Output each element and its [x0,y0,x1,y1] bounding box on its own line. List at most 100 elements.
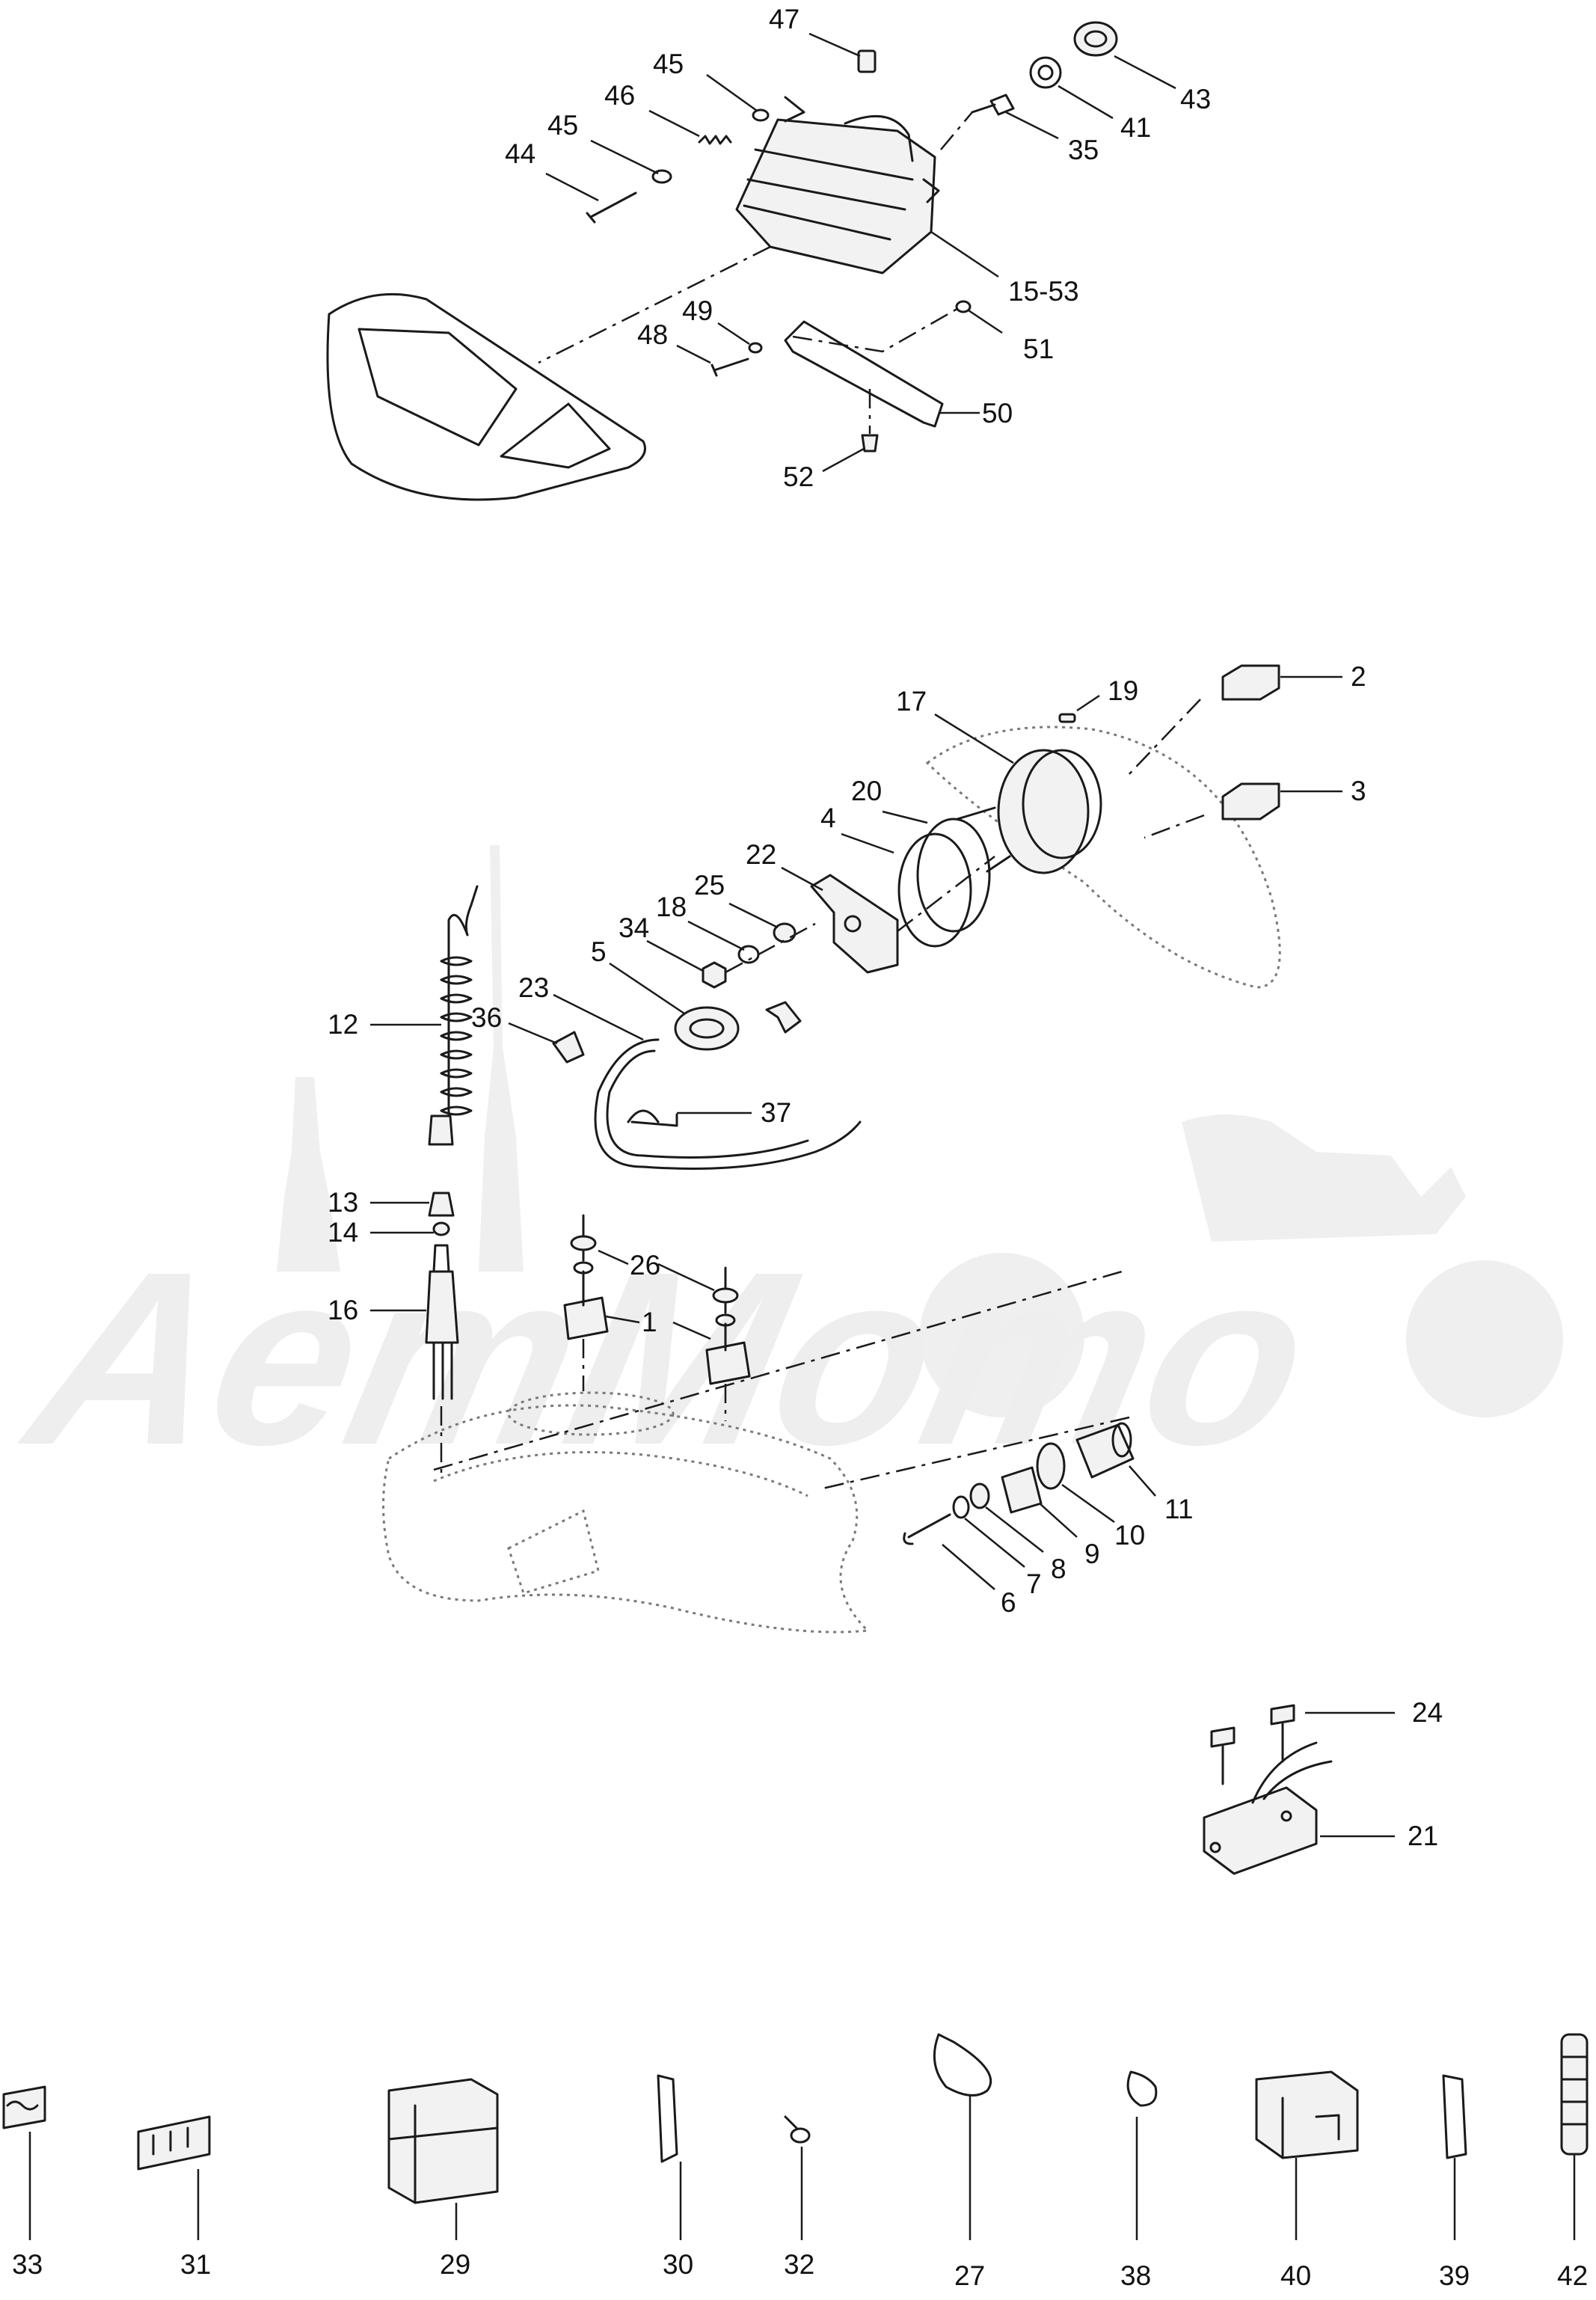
sleeve-42-icon [1560,2033,1589,2156]
assembly-line-nut [725,922,816,974]
leader-18 [687,920,745,951]
leader-20 [882,810,928,824]
callout-27: 27 [954,2260,985,2291]
ignition-cap-11-icon [1075,1423,1135,1479]
switch-16-wires-icon [432,1341,453,1400]
lower-console-window-outline [507,1509,600,1595]
watermark-motorcycle-icon [1182,1114,1466,1242]
connector-40-slot-icon [1281,2097,1340,2159]
assembly-line-adjuster [940,111,973,150]
bolt-24-left-icon [1210,1726,1236,1748]
lower-console-outline [382,1404,871,1634]
bolt-48-icon [710,358,749,377]
callout-33: 33 [12,2249,43,2280]
bezel-window-right-icon [500,402,611,469]
assembly-line-switch-3 [1144,814,1205,839]
tie-27-icon [933,2033,992,2097]
regulator-wires-icon [1251,1741,1333,1804]
headlamp-bezel-icon [326,292,646,501]
callout-3: 3 [1351,776,1366,806]
lanyard-coil-12-icon [440,956,473,1116]
callout-40: 40 [1280,2260,1311,2291]
callout-5: 5 [591,936,607,967]
leader-17 [934,713,1014,764]
sleeve-42-rings-icon [1560,2055,1589,2126]
leader-23 [553,993,644,1041]
watermark-spire-icon [479,845,524,1272]
callout-39: 39 [1439,2260,1470,2291]
wing-nut-icon [765,1001,802,1034]
bracket-22-hole-icon [844,915,862,933]
regulator-21-icon [1203,1786,1318,1875]
leader-52 [822,447,865,473]
callout-8: 8 [1051,1554,1066,1584]
leader-43 [1114,55,1176,90]
clamp-37-icon [627,1109,678,1127]
callout-30: 30 [663,2249,693,2280]
ignition-cap-11-face-icon [1111,1422,1132,1458]
callout-49: 49 [682,295,713,326]
connector-40-icon [1255,2070,1359,2159]
callout-47: 47 [769,4,799,34]
callout-21: 21 [1408,1821,1438,1851]
callout-11: 11 [1164,1494,1193,1524]
gauge-17-face-icon [1022,749,1102,859]
callout-50: 50 [982,398,1013,429]
headlamp-dome-icon [844,114,914,162]
hardware-row [2,2033,1589,2240]
leader-9 [1039,1503,1078,1538]
lower-console [382,1270,1130,1634]
leader-47 [808,32,861,58]
callout-23: 23 [518,972,549,1003]
assembly-line-headlamp [538,245,771,364]
headlamp-tab-left-icon [784,96,805,123]
clip-47-icon [857,49,877,73]
gauge-assembly [552,664,1281,1170]
terminal-39-icon [1442,2074,1467,2159]
lower-console-top-oval [507,1391,675,1436]
callout-4: 4 [820,803,836,833]
watermark-wheel-front-icon [1406,1260,1563,1417]
lanyard-clip-icon [464,885,479,936]
callout-26: 26 [630,1250,660,1281]
callout-17: 17 [896,686,927,717]
callout-31: 31 [180,2249,211,2280]
tie-38-icon [1126,2070,1158,2107]
callout-19: 19 [1108,675,1138,706]
callout-13: 13 [328,1187,358,1218]
toggle-1-right-icon [705,1341,751,1385]
callout-numbers: 47 45 46 45 44 43 41 35 15-53 49 48 51 5… [12,4,1588,2291]
callout-1: 1 [642,1307,657,1337]
assembly-line-toggle-cross [433,1270,1123,1471]
callout-41: 41 [1120,112,1151,143]
connector-29-icon [387,2078,499,2204]
callout-51: 51 [1023,334,1054,364]
callout-32: 32 [784,2249,814,2280]
callout-43: 43 [1180,84,1211,114]
leader-41 [1058,85,1114,120]
callout-46: 46 [604,80,635,111]
boot-26-left-icon [570,1235,597,1251]
nut-14-icon [432,1221,450,1236]
leader-45a [706,73,758,112]
leader-46 [648,109,700,138]
lanyard-assembly [425,885,479,1400]
callout-15-53: 15-53 [1008,276,1079,307]
switch-2-icon [1221,664,1280,701]
terminal-30-icon [657,2074,678,2163]
callout-22: 22 [746,839,776,870]
bolt-44-icon [586,191,637,224]
nut-51-icon [955,300,972,313]
leader-22 [781,866,823,892]
headlamp-assembly [326,21,1118,501]
watermark: AeтMoтo [4,845,1563,1496]
leader-26 [598,1249,715,1292]
headlamp-tab-right-icon [922,178,940,203]
toggle-1-left-icon [563,1296,609,1340]
callout-25: 25 [694,870,725,901]
regulator-21-hole-right-icon [1280,1810,1292,1822]
callout-16: 16 [328,1295,358,1325]
callout-35: 35 [1068,135,1099,165]
switch-3-icon [1221,782,1280,821]
